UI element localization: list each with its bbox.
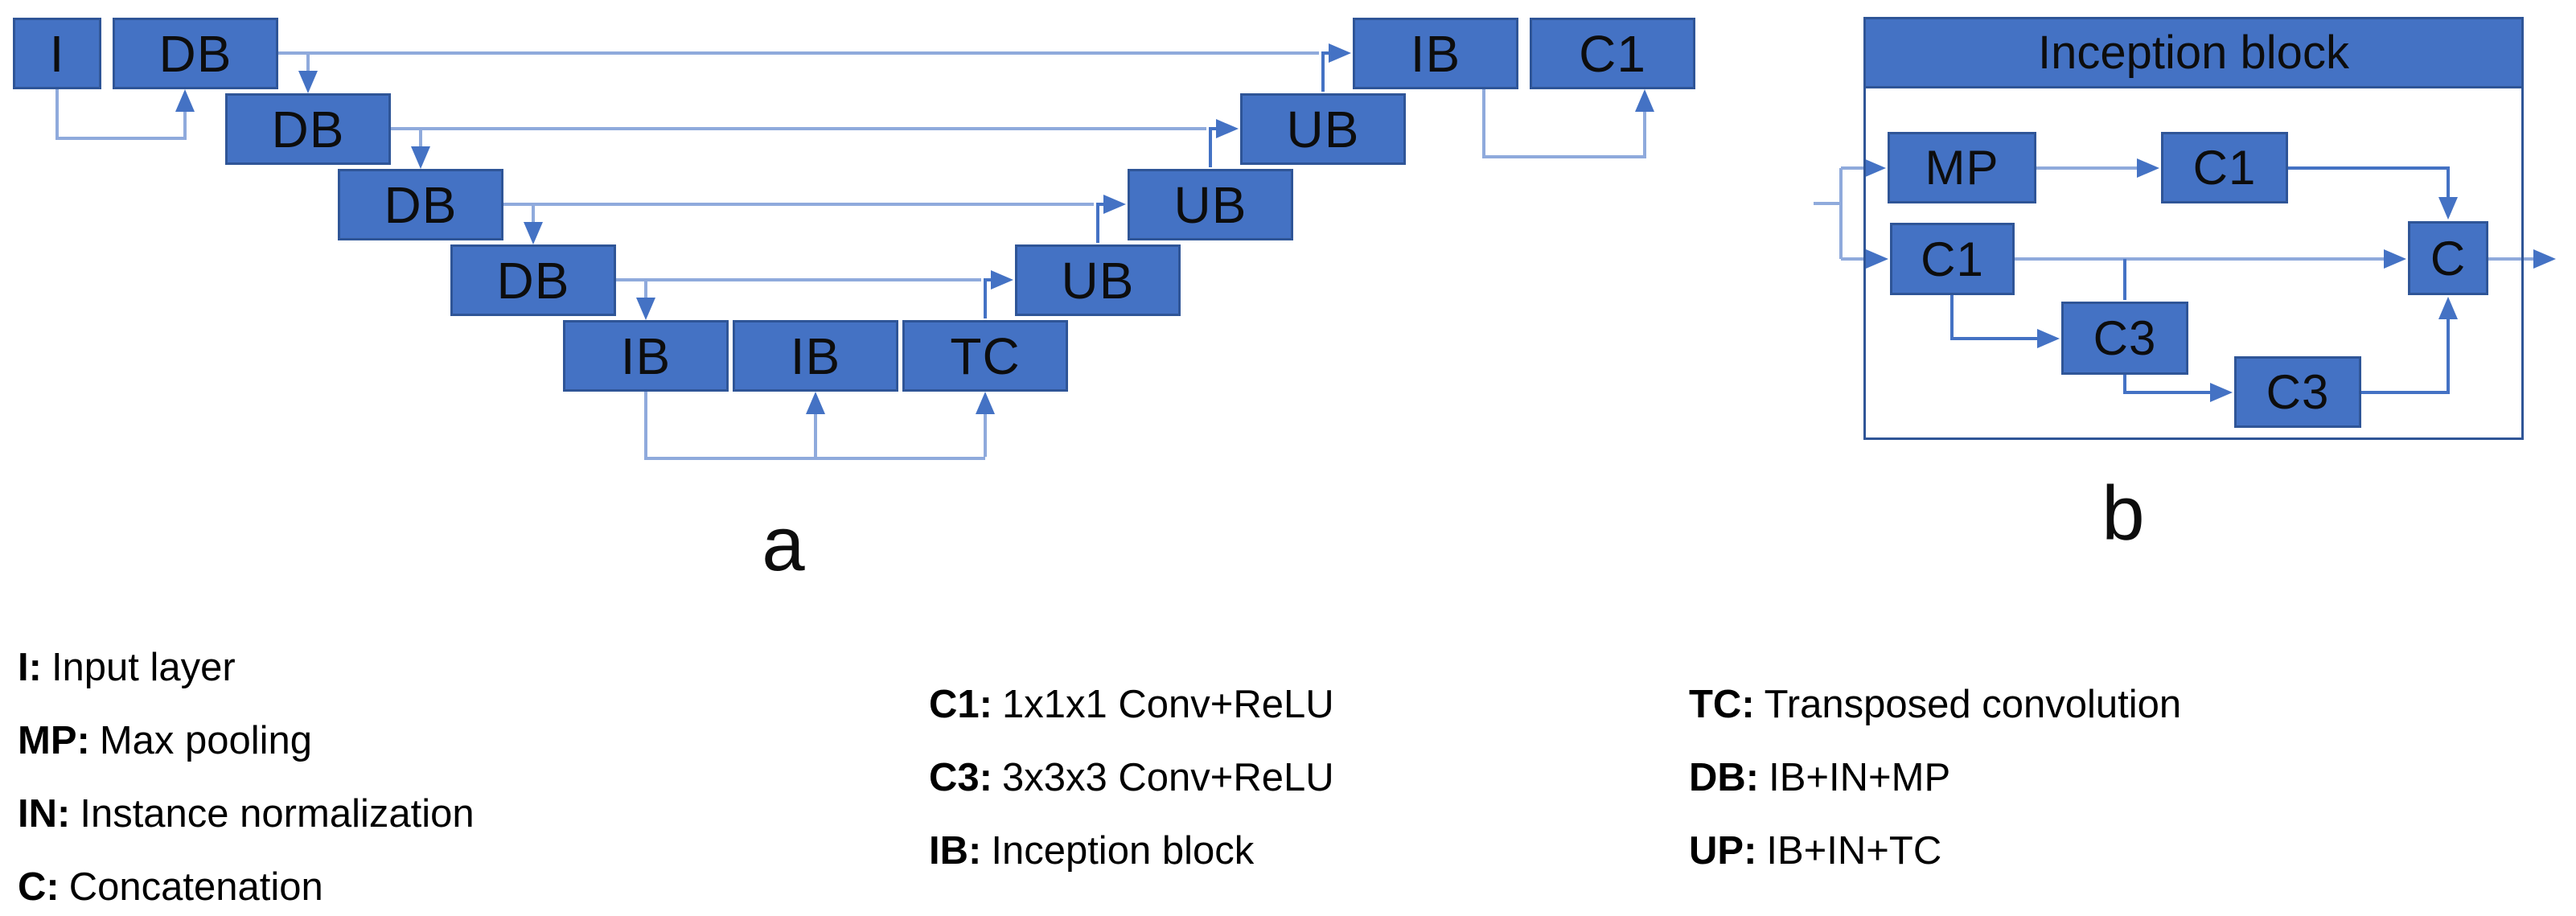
- legend-desc: Transposed convolution: [1764, 683, 2182, 726]
- block-c1-branch-top: C1: [2161, 132, 2288, 203]
- block-c1-branch-main: C1: [1890, 223, 2015, 295]
- block-db-3: DB: [338, 169, 503, 240]
- input-loop-arrow: [55, 89, 195, 140]
- block-c1-output: C1: [1530, 18, 1695, 89]
- legend-entry-instancenorm: IN:Instance normalization: [18, 790, 475, 863]
- block-ub-3: UB: [1015, 244, 1181, 316]
- legend-entry-input: I:Input layer: [18, 643, 475, 717]
- inception-block-header: Inception block: [1863, 17, 2524, 88]
- block-ib-bottleneck-2: IB: [733, 320, 898, 392]
- legend-entry-tc: TC:Transposed convolution: [1689, 680, 2181, 754]
- block-c3-2: C3: [2234, 356, 2361, 428]
- c3-to-c3-arrow: [2123, 375, 2233, 402]
- legend-column-1: I:Input layer MP:Max pooling IN:Instance…: [18, 643, 475, 916]
- block-ib-bottleneck-1: IB: [563, 320, 729, 392]
- legend-entry-c3: C3:3x3x3 Conv+ReLU: [929, 754, 1334, 827]
- legend-abbr: IN:: [18, 792, 71, 836]
- ub1-to-ib-arrow: [1321, 43, 1351, 92]
- legend-desc: IB+IN+TC: [1766, 829, 1942, 873]
- legend-column-3: TC:Transposed convolution DB:IB+IN+MP UP…: [1689, 680, 2181, 900]
- legend-entry-up: UP:IB+IN+TC: [1689, 827, 2181, 900]
- light-connectors: [55, 51, 2556, 460]
- legend-desc: 3x3x3 Conv+ReLU: [1001, 756, 1334, 799]
- block-concat: C: [2408, 221, 2488, 295]
- legend-desc: Inception block: [991, 829, 1255, 873]
- c3-to-concat-arrow: [2361, 297, 2458, 394]
- legend-desc: Concatenation: [68, 865, 323, 909]
- ib-to-c1-arrow: [1482, 89, 1654, 158]
- block-tc: TC: [902, 320, 1068, 392]
- block-input: I: [13, 18, 101, 89]
- legend-abbr: C1:: [929, 683, 992, 726]
- block-ib-top: IB: [1353, 18, 1518, 89]
- block-ub-2: UB: [1128, 169, 1293, 240]
- legend-desc: Instance normalization: [80, 792, 475, 836]
- legend-column-2: C1:1x1x1 Conv+ReLU C3:3x3x3 Conv+ReLU IB…: [929, 680, 1334, 900]
- legend-abbr: I:: [18, 646, 42, 689]
- block-db-2: DB: [225, 93, 391, 165]
- legend-desc: Input layer: [51, 646, 236, 689]
- legend-abbr: DB:: [1689, 756, 1760, 799]
- block-mp: MP: [1888, 132, 2036, 203]
- legend-abbr: C:: [18, 865, 60, 909]
- block-db-4: DB: [450, 244, 616, 316]
- legend-abbr: TC:: [1689, 683, 1755, 726]
- tc-to-ub3-arrow: [984, 270, 1013, 318]
- ub3-to-ub2-arrow: [1096, 195, 1126, 243]
- legend-entry-concatenation: C:Concatenation: [18, 863, 475, 916]
- block-c3-1: C3: [2061, 302, 2188, 375]
- legend-entry-ib: IB:Inception block: [929, 827, 1334, 900]
- legend-desc: IB+IN+MP: [1769, 756, 1951, 799]
- legend-entry-c1: C1:1x1x1 Conv+ReLU: [929, 680, 1334, 754]
- block-ub-1: UB: [1240, 93, 1406, 165]
- block-db-1: DB: [113, 18, 278, 89]
- legend-desc: 1x1x1 Conv+ReLU: [1001, 683, 1334, 726]
- legend-abbr: MP:: [18, 719, 90, 762]
- legend-desc: Max pooling: [99, 719, 313, 762]
- panel-b-label: b: [2101, 470, 2145, 557]
- legend-abbr: UP:: [1689, 829, 1757, 873]
- bottleneck-bus: [644, 392, 985, 460]
- legend-abbr: IB:: [929, 829, 982, 873]
- legend-entry-db: DB:IB+IN+MP: [1689, 754, 2181, 827]
- c1-to-c3-arrow: [1950, 295, 2060, 348]
- legend-entry-maxpool: MP:Max pooling: [18, 717, 475, 790]
- c1top-to-concat-arrow: [2288, 166, 2458, 220]
- legend-abbr: C3:: [929, 756, 992, 799]
- panel-a-label: a: [762, 501, 805, 587]
- ub2-to-ub1-arrow: [1209, 119, 1239, 167]
- dark-connectors: [984, 43, 2458, 402]
